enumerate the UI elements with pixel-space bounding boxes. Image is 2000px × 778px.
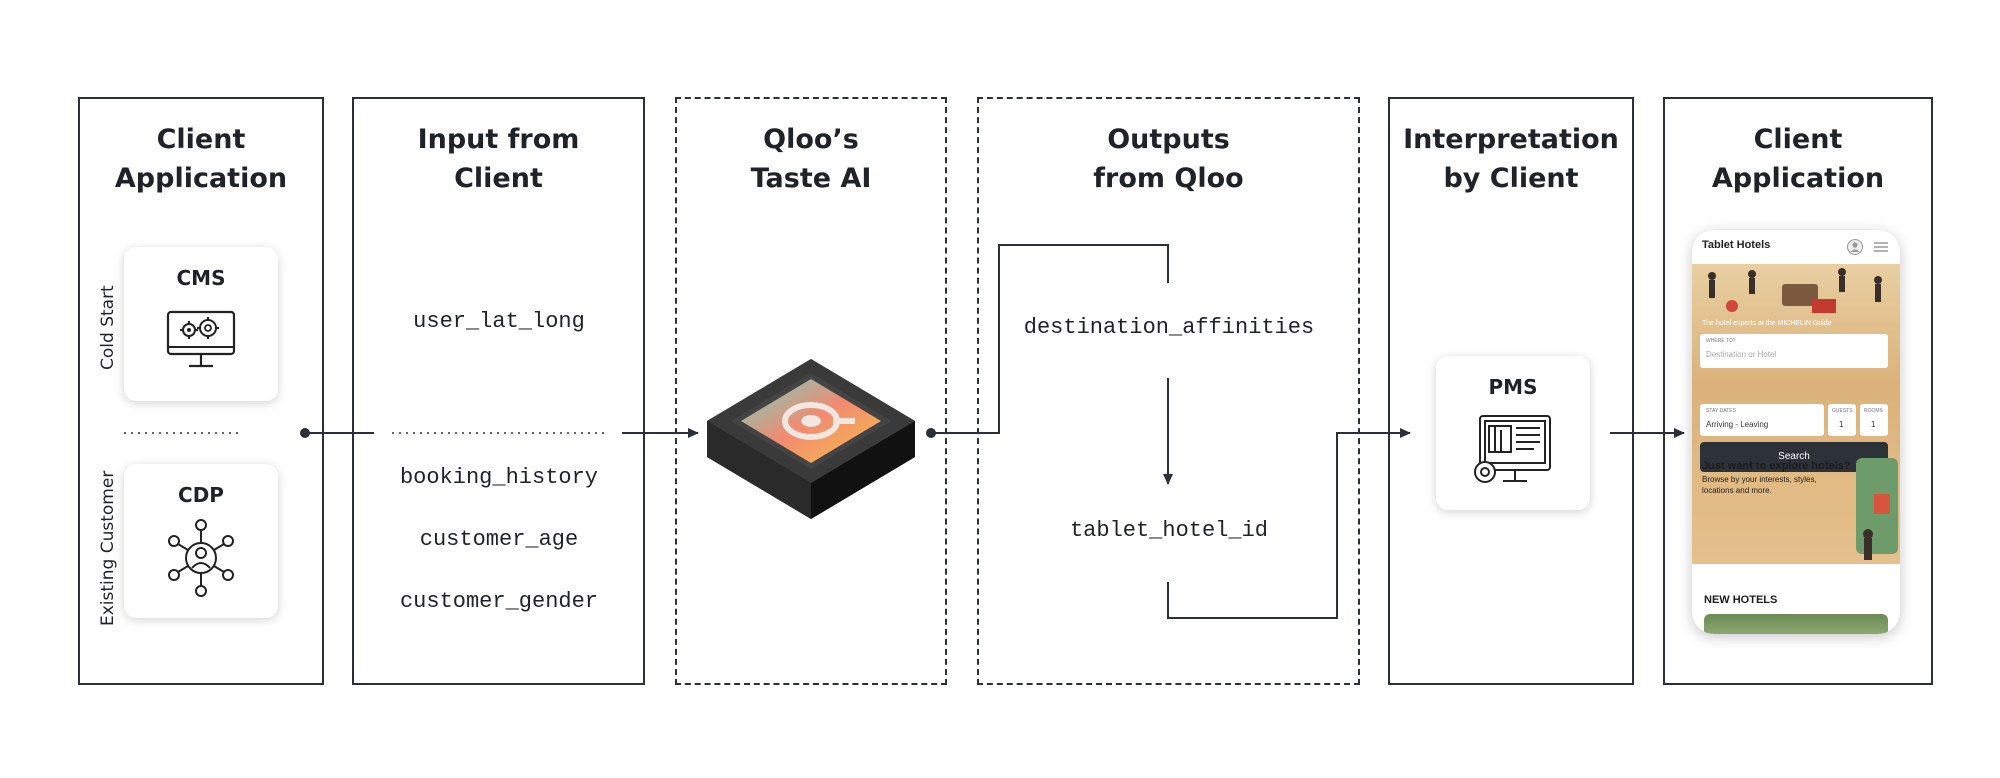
output-destination-affinities: destination_affinities xyxy=(1004,315,1334,340)
phone-header: Tablet Hotels xyxy=(1692,230,1900,264)
qloo-logo-icon xyxy=(707,359,915,519)
input-booking-history: booking_history xyxy=(374,465,624,490)
input-customer-age: customer_age xyxy=(374,527,624,552)
where-label: WHERE TO? xyxy=(1706,338,1736,344)
cms-card: CMS xyxy=(124,247,278,401)
segment-label-existing-customer: Existing Customer xyxy=(98,470,118,626)
input-user-lat-long: user_lat_long xyxy=(374,309,624,334)
dates-value: Arriving - Leaving xyxy=(1706,420,1769,429)
new-hotels-heading: NEW HOTELS xyxy=(1704,594,1778,606)
stay-dates-field[interactable]: STAY DATES Arriving - Leaving xyxy=(1700,404,1824,436)
guests-field[interactable]: GUESTS 1 xyxy=(1828,404,1856,436)
dates-label: STAY DATES xyxy=(1706,408,1736,414)
user-icon[interactable] xyxy=(1847,239,1863,255)
rooms-value: 1 xyxy=(1871,420,1876,429)
phone-brand: Tablet Hotels xyxy=(1702,239,1771,251)
explore-heading: Just want to explore hotels? xyxy=(1702,460,1851,472)
where-placeholder: Destination or Hotel xyxy=(1706,350,1777,359)
segment-label-cold-start: Cold Start xyxy=(98,285,118,370)
cdp-card: CDP xyxy=(124,464,278,618)
column-title: Qloo’s Taste AI xyxy=(750,124,872,194)
tablet-hotels-phone-mockup: Tablet Hotels The hotel experts at the M… xyxy=(1692,230,1900,634)
network-person-icon xyxy=(168,519,234,597)
guests-label: GUESTS xyxy=(1832,408,1853,414)
rooms-label: ROOMS xyxy=(1864,408,1883,414)
menu-icon[interactable] xyxy=(1874,241,1888,253)
monitor-gears-icon xyxy=(166,310,236,368)
column-title: Client Application xyxy=(114,124,288,194)
phone-hero: The hotel experts at the MICHELIN Guide … xyxy=(1692,264,1900,564)
column-title: Input from Client xyxy=(417,124,580,194)
new-hotel-image[interactable] xyxy=(1704,614,1888,634)
cms-label: CMS xyxy=(176,266,226,290)
column-qloo-taste-ai: Qloo’s Taste AI xyxy=(675,97,947,685)
column-input-from-client: Input from Client xyxy=(352,97,645,685)
explore-illustration xyxy=(1856,458,1898,560)
where-field[interactable]: WHERE TO? Destination or Hotel xyxy=(1700,334,1888,368)
input-customer-gender: customer_gender xyxy=(374,589,624,614)
phone-tagline: The hotel experts at the MICHELIN Guide xyxy=(1702,320,1832,327)
cdp-label: CDP xyxy=(178,483,224,507)
column-title: Client Application xyxy=(1711,124,1885,194)
column-title: Outputs from Qloo xyxy=(1093,124,1244,194)
rooms-field[interactable]: ROOMS 1 xyxy=(1860,404,1888,436)
explore-text: Browse by your interests, styles, locati… xyxy=(1702,475,1817,495)
column-title: Interpretation by Client xyxy=(1403,124,1619,194)
pms-label: PMS xyxy=(1488,375,1538,399)
guests-value: 1 xyxy=(1839,420,1844,429)
pms-card: PMS xyxy=(1436,356,1590,510)
output-tablet-hotel-id: tablet_hotel_id xyxy=(1004,518,1334,543)
hero-illustration xyxy=(1708,268,1882,313)
hotel-pms-icon xyxy=(1474,415,1551,483)
